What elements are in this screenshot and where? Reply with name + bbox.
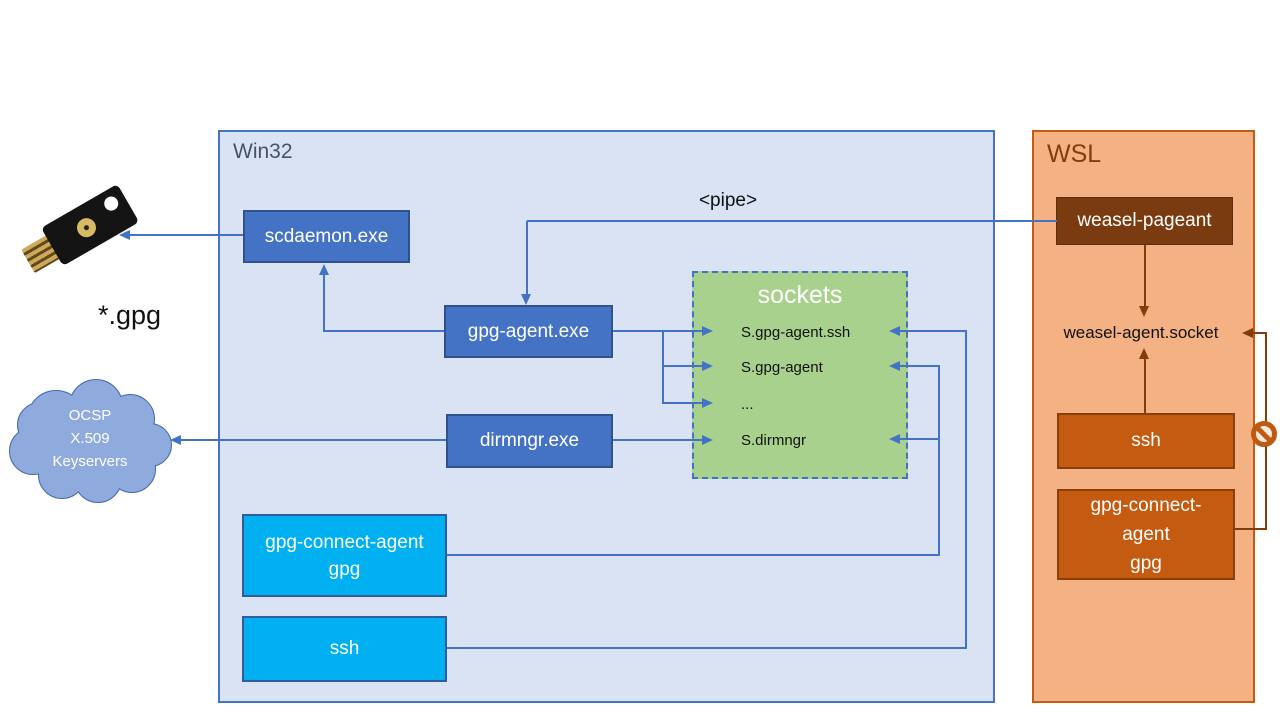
wsl-gpg-connect-agent-box: gpg-connect- agent gpg <box>1057 489 1235 580</box>
weasel-agent-socket-label: weasel-agent.socket <box>1063 323 1219 342</box>
socket-ellipsis: ... <box>741 396 754 413</box>
sockets-title: sockets <box>757 281 843 309</box>
win32-gpg-connect-agent-box: gpg-connect-agent gpg <box>242 514 447 597</box>
connector-connect-loop-v <box>938 365 940 556</box>
arrowhead-pageant-socket <box>1139 306 1149 317</box>
connector-ssh-loop-bottom <box>447 647 967 649</box>
connector-agent-to-socket1 <box>613 330 702 332</box>
connector-connect-loop-top <box>900 365 938 367</box>
connector-wsl-connect-top <box>1253 332 1265 334</box>
connector-agent-branch-v <box>662 330 664 404</box>
dirmngr-box: dirmngr.exe <box>446 414 613 468</box>
socket-gpg-agent-ssh: S.gpg-agent.ssh <box>741 324 851 341</box>
arrowhead-connect-gpg-agent <box>889 361 900 371</box>
connector-wsl-connect-bottom <box>1235 528 1267 530</box>
sockets-box: sockets S.gpg-agent.ssh S.gpg-agent ... … <box>692 271 908 479</box>
arrowhead-to-cloud <box>170 435 181 445</box>
wsl-region-label: WSL <box>1047 140 1102 168</box>
connector-agent-to-socket2 <box>662 365 702 367</box>
scdaemon-box: scdaemon.exe <box>243 210 410 263</box>
arrowhead-to-gpg-agent <box>521 294 531 305</box>
socket-gpg-agent: S.gpg-agent <box>741 359 823 376</box>
keyservers-cloud: OCSP X.509 Keyservers <box>4 372 176 508</box>
connector-connect-loop-branch <box>900 438 938 440</box>
wsl-ssh-box: ssh <box>1057 413 1235 469</box>
cloud-icon <box>9 379 172 503</box>
arrowhead-socket2 <box>702 361 713 371</box>
arrowhead-ssh-socket <box>889 326 900 336</box>
connector-dirmngr-to-socket <box>613 439 702 441</box>
arrowhead-to-scdaemon <box>319 264 329 275</box>
usb-key-body <box>41 183 140 267</box>
arrowhead-socket4 <box>702 435 713 445</box>
connector-pipe-v <box>526 221 528 295</box>
connector-ssh-loop-v <box>965 330 967 649</box>
connector-dirmngr-to-cloud <box>181 439 446 441</box>
arrowhead-ssh-weasel-socket <box>1139 348 1149 359</box>
win32-region-label: Win32 <box>233 140 293 163</box>
keyservers-cloud-label: OCSP X.509 Keyservers <box>52 407 128 470</box>
socket-dirmngr: S.dirmngr <box>741 432 807 449</box>
connector-wsl-ssh-up <box>1144 358 1146 413</box>
connector-scdaemon-to-key <box>129 234 243 236</box>
gpg-files-label: *.gpg <box>98 300 162 330</box>
arrowhead-socket1 <box>702 326 713 336</box>
win32-ssh-box: ssh <box>242 616 447 682</box>
weasel-pageant-box: weasel-pageant <box>1056 197 1233 245</box>
arrowhead-connect-dirmngr <box>889 434 900 444</box>
connector-agent-to-scdaemon-h <box>323 330 444 332</box>
connector-ssh-loop-top <box>900 330 965 332</box>
pipe-label: <pipe> <box>698 190 758 211</box>
arrowhead-socket3 <box>702 398 713 408</box>
connector-agent-to-scdaemon-v <box>323 275 325 332</box>
connector-agent-to-socket3 <box>662 402 702 404</box>
gpg-agent-box: gpg-agent.exe <box>444 305 613 358</box>
usb-key-gold-disc <box>73 214 100 241</box>
connector-pageant-to-socket <box>1144 245 1146 306</box>
connector-pipe-h <box>527 220 1057 222</box>
arrowhead-wsl-connect-socket <box>1242 328 1253 338</box>
usb-key-lanyard-hole <box>101 194 121 214</box>
connector-connect-loop-bottom <box>447 554 940 556</box>
no-entry-icon <box>1251 421 1277 447</box>
arrowhead-to-key <box>119 230 130 240</box>
